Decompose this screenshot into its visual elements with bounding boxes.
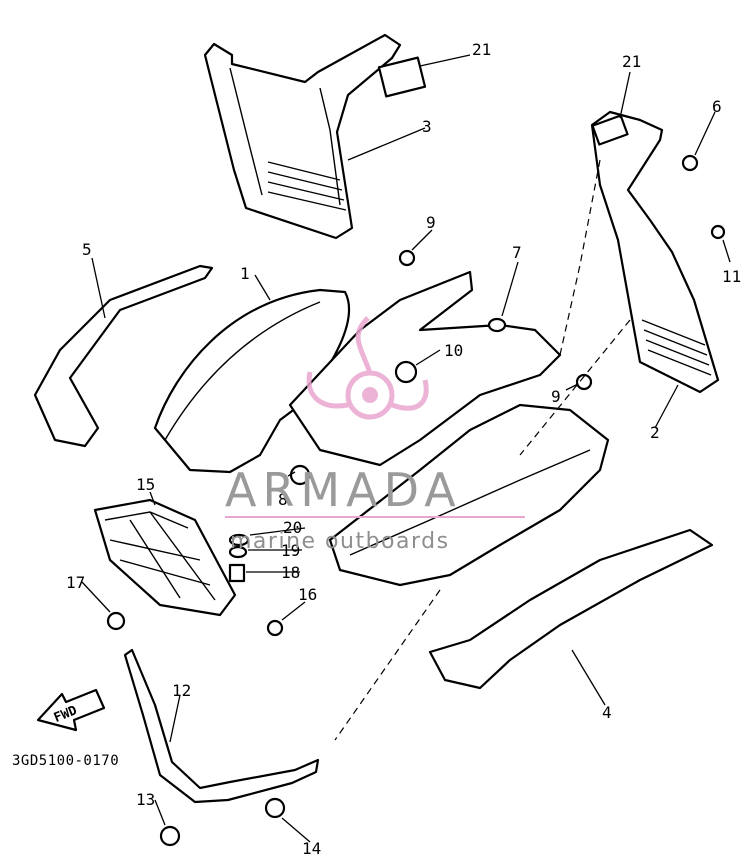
callout-21-a: 21 <box>472 40 491 59</box>
part-18-nut <box>228 563 246 583</box>
part-14-nut <box>264 797 286 819</box>
part-10-grommet <box>394 360 418 384</box>
part-13-bolt <box>710 224 726 240</box>
callout-9-a: 9 <box>426 213 436 232</box>
part-12-bolt <box>159 825 181 847</box>
part-3-left-side-cover <box>203 33 427 240</box>
part-9-bolt-a <box>398 249 416 267</box>
callout-6: 6 <box>712 97 722 116</box>
part-11-stay <box>123 648 320 804</box>
drawing-code: 3GD5100-0170 <box>12 753 119 769</box>
callout-18: 18 <box>281 563 300 582</box>
callout-7: 7 <box>512 243 522 262</box>
callout-15: 15 <box>136 475 155 494</box>
part-17-bolt <box>106 611 126 631</box>
callout-19: 19 <box>281 541 300 560</box>
callout-12: 13 <box>136 790 155 809</box>
callout-5: 5 <box>82 240 92 259</box>
part-2-right-side-cover <box>590 110 720 394</box>
callout-2: 2 <box>650 423 660 442</box>
callout-21-b: 21 <box>622 52 641 71</box>
callout-10: 10 <box>444 341 463 360</box>
callout-16: 16 <box>298 585 317 604</box>
callout-17: 17 <box>66 573 85 592</box>
part-4-right-footrest-edge <box>428 528 714 690</box>
part-19-collar <box>228 545 248 559</box>
part-5-left-footrest-edge <box>33 264 214 448</box>
armada-logo-mark <box>306 316 429 420</box>
callout-1: 1 <box>240 264 250 283</box>
callout-8: 8 <box>278 490 288 509</box>
callout-11: 12 <box>172 681 191 700</box>
part-1-fender-right <box>328 403 610 587</box>
part-7-grommet <box>487 317 507 333</box>
watermark-tagline: marine outboards <box>230 529 450 554</box>
part-15-front-rack <box>93 498 237 617</box>
callout-3: 3 <box>422 117 432 136</box>
part-1-fender-center <box>288 270 562 467</box>
callout-20: 20 <box>283 518 302 537</box>
fwd-arrow-icon: FWD <box>36 688 106 732</box>
callout-4: 4 <box>602 703 612 722</box>
callout-14: 14 <box>302 839 321 858</box>
watermark-brand: ARMADA <box>225 463 462 517</box>
part-16-bolt <box>266 619 284 637</box>
part-6-bolt <box>681 154 699 172</box>
callout-9-b: 9 <box>551 387 561 406</box>
part-9-bolt-b <box>575 373 593 391</box>
callout-13: 11 <box>722 267 741 286</box>
part-20-washer <box>228 533 250 547</box>
